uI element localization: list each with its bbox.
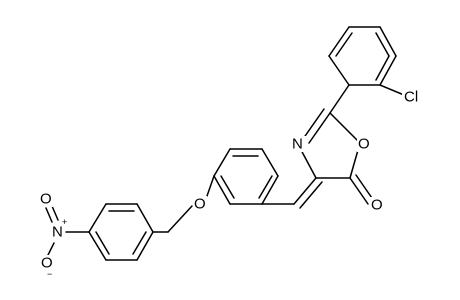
chlorine-label: Cl bbox=[404, 89, 418, 106]
nitro-nitrogen-charge: + bbox=[62, 217, 67, 227]
bond bbox=[88, 203, 107, 233]
bond bbox=[329, 84, 350, 114]
bond bbox=[328, 26, 350, 57]
ring-nitrogen-label: N bbox=[292, 136, 303, 153]
atom-ether-oxygen: O bbox=[193, 196, 207, 213]
bond-n-o bbox=[45, 207, 53, 223]
atom-nitro-nitrogen: N + bbox=[51, 217, 67, 241]
aromatic-bond bbox=[258, 175, 273, 199]
bond bbox=[299, 147, 317, 179]
bond bbox=[261, 148, 279, 177]
ether-oxygen-label: O bbox=[194, 196, 206, 213]
bond bbox=[88, 231, 107, 261]
bond-exocyclic bbox=[293, 177, 317, 205]
atom-nitro-oxygen-bottom: O − bbox=[40, 255, 54, 279]
bond-exocyclic-double bbox=[299, 181, 323, 209]
bond-carbonyl bbox=[349, 177, 369, 205]
oxazolone-ring bbox=[299, 108, 361, 179]
aromatic-bond bbox=[95, 231, 110, 255]
atom-cl: Cl bbox=[402, 88, 432, 106]
nitro-oxygen-bottom-label: O bbox=[41, 255, 53, 272]
bond-c-o bbox=[329, 112, 361, 144]
bond-carbonyl-double bbox=[355, 174, 375, 202]
ring-oxygen-label: O bbox=[358, 136, 370, 153]
atom-carbonyl-oxygen: O bbox=[370, 197, 384, 214]
aromatic-bond bbox=[220, 175, 235, 199]
aromatic-bond bbox=[375, 32, 390, 57]
carbonyl-oxygen-label: O bbox=[371, 197, 383, 214]
atom-ring-oxygen: O bbox=[357, 136, 371, 153]
bond bbox=[379, 55, 397, 86]
bond bbox=[136, 231, 154, 261]
nitro-oxygen-charge: − bbox=[47, 269, 52, 279]
aromatic-bond bbox=[335, 32, 353, 57]
chlorophenyl-ring bbox=[328, 26, 397, 86]
bond-c-o bbox=[206, 175, 215, 197]
atom-ring-nitrogen: N bbox=[292, 136, 306, 153]
nitrophenyl-ring bbox=[88, 203, 154, 261]
bond bbox=[261, 175, 279, 205]
bond-o-ch2 bbox=[167, 205, 193, 233]
nitro-nitrogen-label: N bbox=[52, 224, 63, 241]
nitro-oxygen-top-label: O bbox=[40, 191, 52, 208]
aromatic-bond bbox=[132, 231, 147, 255]
bond bbox=[213, 148, 231, 177]
aromatic-bond bbox=[375, 55, 390, 81]
bond-c-cl bbox=[379, 84, 405, 96]
bond-c-n-double bbox=[302, 108, 325, 140]
phenylene-ring bbox=[213, 148, 279, 205]
bond bbox=[136, 203, 154, 233]
bond bbox=[213, 175, 231, 205]
bond-n-o-double bbox=[51, 205, 59, 221]
bond bbox=[379, 26, 397, 57]
atom-nitro-oxygen-top: O bbox=[39, 191, 53, 208]
bond bbox=[328, 55, 350, 86]
bond-n-o bbox=[47, 242, 55, 256]
bond-c-n bbox=[308, 112, 331, 144]
